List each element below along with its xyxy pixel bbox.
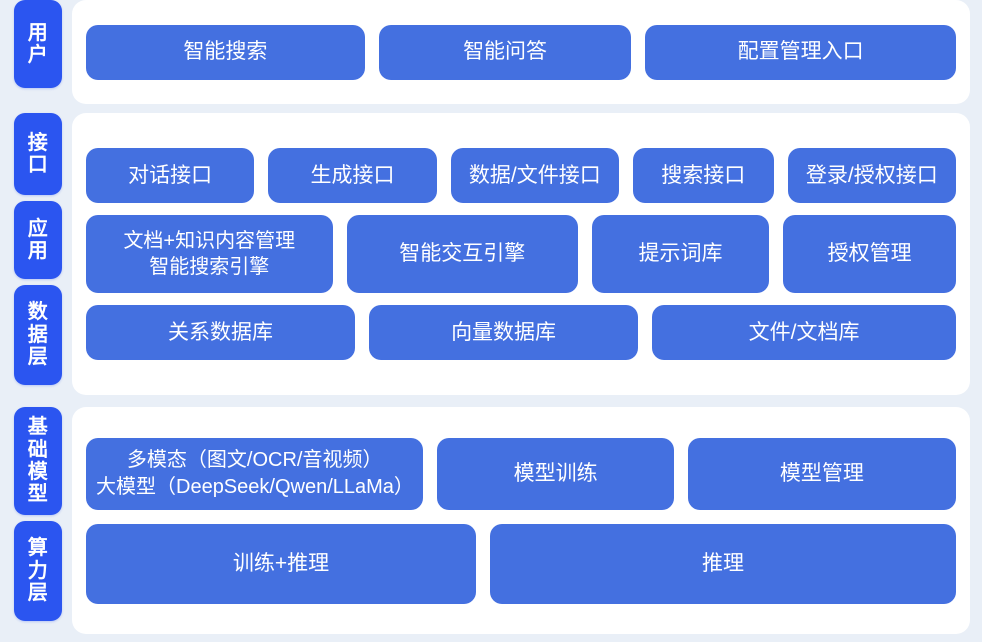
node-multimodal-large-model[interactable]: 多模态（图文/OCR/音视频） 大模型（DeepSeek/Qwen/LLaMa） [86, 437, 424, 510]
rail-user: 用户 [0, 0, 72, 104]
node-model-training[interactable]: 模型训练 [437, 437, 674, 510]
layer-tag-user[interactable]: 用户 [14, 0, 62, 88]
node-document-knowledge-management[interactable]: 文档+知识内容管理 智能搜索引擎 [86, 215, 333, 293]
node-prompt-library[interactable]: 提示词库 [591, 215, 770, 293]
node-data-file-api[interactable]: 数据/文件接口 [450, 148, 619, 203]
panel-bottom: 多模态（图文/OCR/音视频） 大模型（DeepSeek/Qwen/LLaMa）… [72, 407, 970, 634]
node-smart-interaction-engine[interactable]: 智能交互引擎 [346, 215, 578, 293]
row-user: 智能搜索 智能问答 配置管理入口 [86, 24, 956, 80]
layer-tag-foundation-model-label: 基础模型 [27, 416, 49, 506]
node-training-and-inference[interactable]: 训练+推理 [86, 523, 477, 604]
node-model-management[interactable]: 模型管理 [687, 437, 956, 510]
layer-tag-compute[interactable]: 算力层 [14, 521, 62, 621]
layer-tag-application-label: 应用 [27, 217, 49, 262]
node-authorization-management[interactable]: 授权管理 [783, 215, 957, 293]
layer-tag-data-label: 数据层 [27, 301, 49, 369]
layer-tag-data[interactable]: 数据层 [14, 285, 62, 385]
row-foundation-model: 多模态（图文/OCR/音视频） 大模型（DeepSeek/Qwen/LLaMa）… [86, 437, 956, 510]
rail-bottom: 基础模型 算力层 [0, 407, 72, 634]
layer-tag-user-label: 用户 [27, 21, 49, 66]
layer-tag-application[interactable]: 应用 [14, 201, 62, 279]
node-file-document-store[interactable]: 文件/文档库 [652, 305, 956, 360]
layer-tag-interface[interactable]: 接口 [14, 113, 62, 195]
node-relational-database[interactable]: 关系数据库 [86, 305, 356, 360]
band-middle: 接口 应用 数据层 对话接口 生成接口 数据/文件接口 搜索接口 登录/授权接口… [0, 113, 982, 395]
node-search-api[interactable]: 搜索接口 [632, 148, 774, 203]
node-smart-search[interactable]: 智能搜索 [86, 24, 365, 80]
panel-middle: 对话接口 生成接口 数据/文件接口 搜索接口 登录/授权接口 文档+知识内容管理… [72, 113, 970, 395]
band-bottom: 基础模型 算力层 多模态（图文/OCR/音视频） 大模型（DeepSeek/Qw… [0, 407, 982, 634]
row-interface: 对话接口 生成接口 数据/文件接口 搜索接口 登录/授权接口 [86, 148, 956, 203]
layer-tag-foundation-model[interactable]: 基础模型 [14, 407, 62, 515]
layer-tag-compute-label: 算力层 [27, 537, 49, 605]
rail-middle: 接口 应用 数据层 [0, 113, 72, 395]
node-vector-database[interactable]: 向量数据库 [369, 305, 639, 360]
node-config-management-entry[interactable]: 配置管理入口 [645, 24, 956, 80]
panel-user: 智能搜索 智能问答 配置管理入口 [72, 0, 970, 104]
node-login-auth-api[interactable]: 登录/授权接口 [787, 148, 956, 203]
row-application: 文档+知识内容管理 智能搜索引擎 智能交互引擎 提示词库 授权管理 [86, 215, 957, 293]
node-inference[interactable]: 推理 [490, 523, 956, 604]
row-data: 关系数据库 向量数据库 文件/文档库 [86, 305, 956, 360]
node-dialog-api[interactable]: 对话接口 [86, 148, 255, 203]
node-generation-api[interactable]: 生成接口 [268, 148, 437, 203]
row-compute: 训练+推理 推理 [86, 523, 956, 604]
layer-tag-interface-label: 接口 [27, 131, 49, 176]
band-user: 用户 智能搜索 智能问答 配置管理入口 [0, 0, 982, 104]
node-smart-qa[interactable]: 智能问答 [378, 24, 632, 80]
